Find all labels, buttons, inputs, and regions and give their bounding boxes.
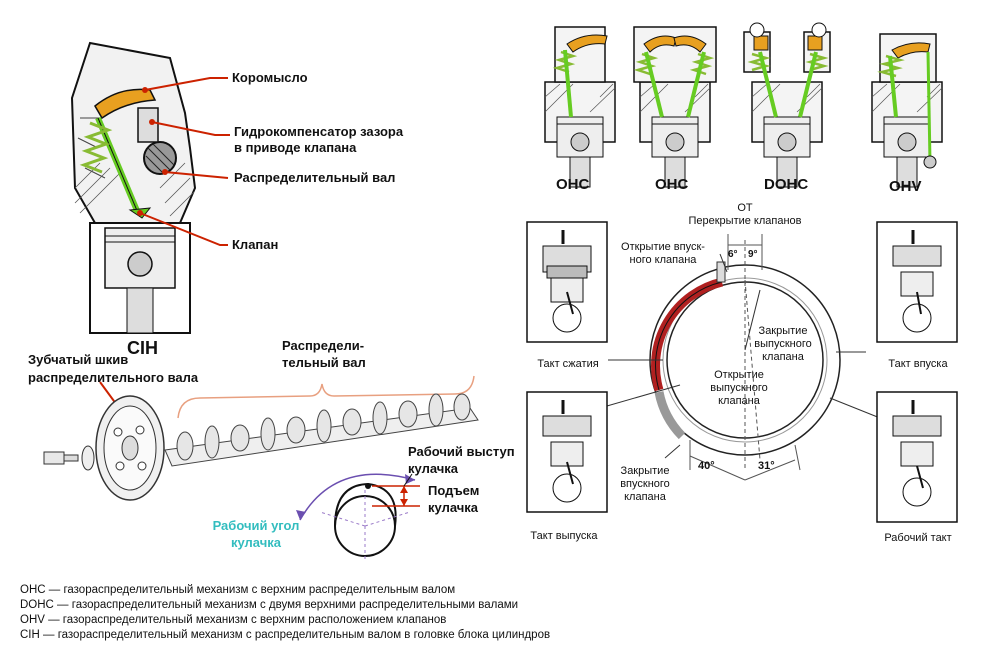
exhaust-close-line1: Закрытие <box>758 325 808 337</box>
intake-open-line2: ного клапана <box>629 254 697 266</box>
lifter-label-line2: в приводе клапана <box>234 140 357 155</box>
rocker-label: Коромысло <box>232 70 308 85</box>
shaft-label-line2: тельный вал <box>282 355 366 370</box>
legend-ohc: OHC — газораспределительный механизм с в… <box>20 584 456 596</box>
cih-caption: CIH <box>127 338 158 358</box>
legend-cih: CIH — газораспределительный механизм с р… <box>20 629 551 641</box>
stroke-intake-label: Такт впуска <box>888 358 948 370</box>
abbreviation-legend: OHC — газораспределительный механизм с в… <box>20 583 550 643</box>
shaft-label-line1: Распредели- <box>282 338 365 353</box>
intake-close-line1: Закрытие <box>620 465 670 477</box>
angle-9-label: 9° <box>748 249 758 260</box>
stroke-power-label: Рабочий такт <box>884 532 952 544</box>
engine-type-dohc: DOHC <box>764 176 809 193</box>
intake-close-line2: впускного <box>620 478 670 490</box>
intake-open-line1: Открытие впуск- <box>621 241 705 253</box>
angle-31-label: 31° <box>758 460 775 472</box>
angle-label-line1: Рабочий угол <box>212 518 300 533</box>
valve-label: Клапан <box>232 237 279 252</box>
exhaust-open-line2: выпускного <box>710 382 768 394</box>
legend-ohv: OHV — газораспределительный механизм с в… <box>20 614 447 626</box>
exhaust-close-line2: выпускного <box>754 338 812 350</box>
legend-dohc: DOHC — газораспределительный механизм с … <box>20 599 519 611</box>
pulley-label-line1: Зубчатый шкив <box>28 352 129 367</box>
angle-40-label: 40° <box>698 460 715 472</box>
stroke-exhaust-label: Такт выпуска <box>530 530 598 542</box>
engine-type-ohv: OHV <box>889 178 922 195</box>
pulley-label-line2: распределительного вала <box>28 370 199 385</box>
exhaust-open-line1: Открытие <box>714 369 764 381</box>
stroke-compression-label: Такт сжатия <box>537 358 599 370</box>
lifter-label-line1: Гидрокомпенсатор зазора <box>234 124 404 139</box>
cih-engine-figure <box>60 38 230 338</box>
angle-label-line2: кулачка <box>230 535 281 550</box>
intake-close-line3: клапана <box>624 491 666 503</box>
lift-label-line1: Подъем <box>428 483 480 498</box>
lobe-label-line2: кулачка <box>408 461 459 476</box>
lift-label-line2: кулачка <box>428 500 479 515</box>
angle-6-label: 6° <box>728 249 738 260</box>
lobe-label-line1: Рабочий выступ <box>408 444 515 459</box>
engine-type-ohc-1: OHC <box>556 176 590 193</box>
exhaust-close-line3: клапана <box>762 351 804 363</box>
tdc-label: ОТ <box>737 202 753 214</box>
camshaft-label: Распределительный вал <box>234 170 396 185</box>
overlap-label: Перекрытие клапанов <box>688 215 802 227</box>
exhaust-open-line3: клапана <box>718 395 760 407</box>
engine-type-ohc-2: OHC <box>655 176 689 193</box>
